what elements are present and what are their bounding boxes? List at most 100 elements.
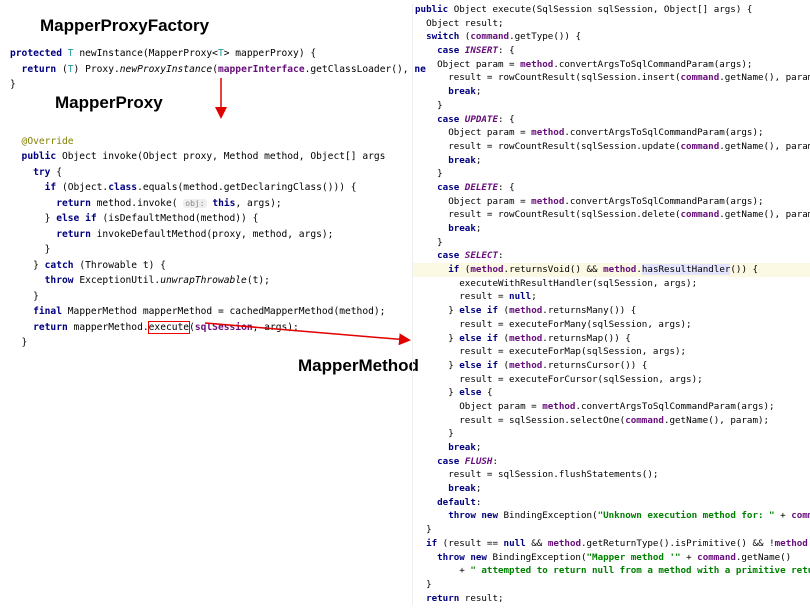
code-line: if (result == null && method.getReturnTy… [413, 537, 810, 551]
code-token: return [415, 592, 465, 604]
code-line: result = rowCountResult(sqlSession.updat… [413, 140, 810, 154]
code-token: } [10, 337, 28, 348]
code-token: .returnsMap()) { [542, 332, 631, 344]
code-token: default [415, 496, 476, 508]
code-token: method [531, 195, 565, 207]
code-line: Object param = method.convertArgsToSqlCo… [413, 126, 810, 140]
code-line: public Object invoke(Object proxy, Metho… [10, 149, 426, 165]
code-token: .returnsVoid() && [503, 264, 604, 276]
code-token: .returnsMany()) { [542, 305, 637, 317]
code-token: method [774, 537, 808, 549]
code-token: else if [56, 213, 103, 224]
code-token: ExceptionUtil. [79, 275, 161, 286]
code-token: method.invoke( [96, 197, 184, 209]
code-line: return (T) Proxy.newProxyInstance(mapper… [10, 62, 426, 78]
code-token: Object param = [415, 127, 532, 139]
code-token: unwrapThrowable [160, 275, 247, 286]
code-token: MapperMethod mapperMethod = cachedMapper… [67, 306, 386, 317]
code-token: Object param = [415, 58, 521, 70]
code-token: } [415, 524, 432, 536]
code-token: FLUSH [464, 455, 493, 467]
code-token: result = sqlSession.selectOne( [415, 414, 626, 426]
code-token: : [498, 250, 504, 262]
code-token: } [415, 578, 432, 590]
code-token: ; [475, 442, 482, 453]
code-token: invokeDefaultMethod(proxy, method, args)… [96, 228, 334, 240]
code-token: T [67, 48, 80, 59]
code-token: .getName() [735, 551, 792, 563]
code-token: } [10, 244, 51, 255]
code-line: Object param = method.convertArgsToSqlCo… [413, 58, 810, 72]
code-token: method [531, 127, 565, 139]
code-line: } else { [413, 386, 810, 400]
code-token: Object result; [415, 17, 504, 29]
code-line: result = executeForMany(sqlSession, args… [413, 318, 810, 332]
code-token: return [10, 63, 62, 75]
code-token: ; [531, 291, 537, 303]
code-token: .getName(), param); [663, 414, 770, 426]
code-line: if (method.returnsVoid() && method.hasRe… [413, 263, 810, 277]
code-line: throw new BindingException("Unknown exec… [413, 509, 810, 523]
code-line: return method.invoke( obj: this, args); [10, 196, 426, 212]
code-token: case [415, 113, 465, 125]
code-token: ; [475, 483, 482, 495]
code-token: command [680, 209, 720, 221]
code-token: result = executeForCursor(sqlSession, ar… [415, 373, 703, 385]
code-token: command [680, 72, 720, 84]
code-token: command [791, 510, 810, 522]
code-token: ; [475, 223, 482, 234]
code-token: BindingException( [492, 551, 587, 563]
code-token: null [503, 537, 532, 549]
code-token: (result == [442, 537, 504, 549]
code-line: } [413, 236, 810, 250]
code-line: try { [10, 165, 426, 181]
code-token: sqlSession [194, 321, 253, 333]
code-token: + [680, 551, 698, 563]
code-token: (Object. [61, 182, 109, 193]
code-token: Object param = [415, 195, 532, 207]
code-line: } else if (method.returnsMany()) { [413, 304, 810, 318]
code-token: ( [503, 305, 510, 317]
code-token: } [10, 259, 45, 271]
code-token: : { [498, 45, 515, 57]
code-token: ( [464, 31, 471, 43]
code-token: SELECT [464, 250, 498, 262]
code-token: try [10, 166, 57, 178]
code-line: result = executeForMap(sqlSession, args)… [413, 345, 810, 359]
code-token: .getClassLoader(), [304, 63, 415, 75]
code-line: executeWithResultHandler(sqlSession, arg… [413, 277, 810, 291]
code-token: return [10, 228, 97, 240]
code-token: ( [212, 63, 218, 75]
code-token: public [415, 4, 454, 15]
code-token: break [415, 223, 476, 234]
code-line: case DELETE: { [413, 181, 810, 195]
code-token: break [415, 442, 476, 453]
code-token: .returnsCursor()) { [542, 359, 648, 371]
code-token: .convertArgsToSqlCommandParam(args); [564, 195, 764, 207]
code-token: : { [498, 181, 515, 193]
code-token: case [415, 250, 465, 262]
code-line: result = rowCountResult(sqlSession.delet… [413, 208, 810, 222]
code-token: method [542, 400, 576, 412]
code-line: } [10, 242, 426, 258]
code-token: method [509, 332, 543, 344]
code-token: .getName(), param [719, 72, 810, 84]
code-line: if (Object.class.equals(method.getDeclar… [10, 180, 426, 196]
code-token: result = [415, 291, 510, 303]
code-line: throw new BindingException("Mapper metho… [413, 551, 810, 565]
code-line: protected T newInstance(MapperProxy<T> m… [10, 46, 426, 62]
code-token: hasResultHandler [641, 264, 731, 276]
code-token: break [415, 154, 476, 166]
code-token: > mapperProxy) { [223, 48, 317, 59]
code-token: public [10, 151, 62, 162]
code-line: switch (command.getType()) { [413, 30, 810, 44]
code-token: ( [464, 264, 471, 276]
code-line: case UPDATE: { [413, 113, 810, 127]
code-token: (isDefaultMethod(method)) { [102, 213, 259, 224]
code-token: } [415, 332, 460, 344]
code-token: newProxyInstance [119, 63, 213, 75]
code-line: } [10, 289, 426, 305]
code-token: } [415, 305, 460, 317]
code-line: @Override [10, 134, 426, 150]
code-token: case [415, 455, 465, 467]
